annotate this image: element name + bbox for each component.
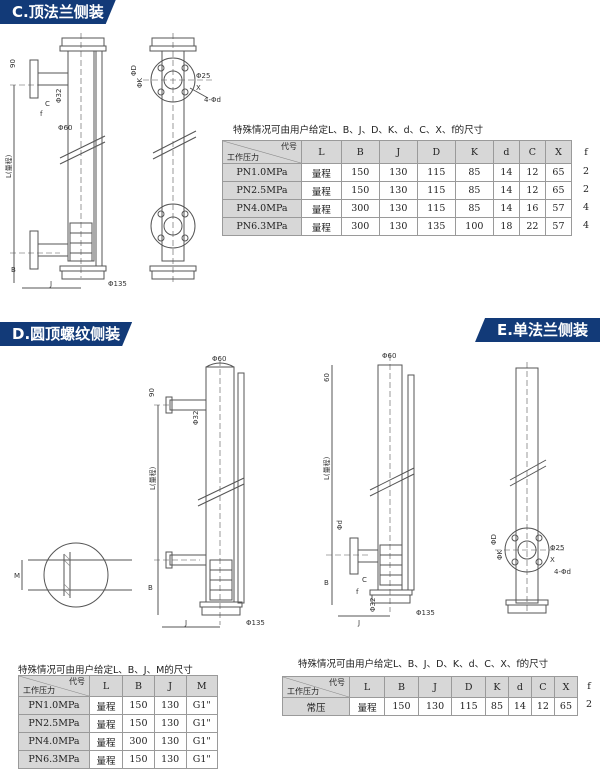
section-d-side-view-drawing: Φ60 90 Φ32 L(量程) B J Φ135 [148, 355, 265, 628]
e-col-header: L [348, 676, 386, 698]
section-c-title: C.顶法兰侧装 [0, 0, 116, 24]
e-dim-4d: 4-Φd [554, 568, 571, 576]
e-dim-L: L(量程) [322, 456, 331, 480]
c-dim-J: J [49, 280, 52, 288]
e-dim-60: 60 [323, 373, 331, 382]
c-col-f-value: 2 [582, 166, 590, 177]
c-dim-phi60: Φ60 [58, 124, 72, 132]
e-dim-K: ΦK [496, 549, 504, 560]
section-d-detail-drawing: M [14, 542, 132, 608]
e-col-header: X [553, 676, 579, 698]
section-e-spec-table: 代号 工作压力 L B J D K d C X 常压 量程 150 130 11… [282, 676, 579, 716]
d-table-corner: 代号 工作压力 [18, 675, 90, 697]
e-col-f-value: 2 [585, 699, 593, 710]
d-col-header: J [153, 675, 187, 697]
e-dim-phi135: Φ135 [416, 609, 435, 617]
c-dim-phi135: Φ135 [108, 280, 127, 288]
table-row: PN1.0MPa 量程 150 130 115 85 14 12 65 [222, 163, 573, 182]
c-col-header: K [454, 140, 494, 164]
e-dim-phi32: Φ32 [369, 598, 377, 612]
section-e-front-view-drawing: ΦD ΦK Φ25 X 4-Φd [490, 362, 571, 614]
c-dim-L: L(量程) [4, 154, 13, 178]
table-row: PN6.3MPa 量程 150 130 G1" [18, 750, 218, 769]
c-dim-phi32: Φ32 [55, 89, 63, 103]
e-col-header: K [484, 676, 509, 698]
e-col-header: D [451, 676, 486, 698]
d-col-header: B [122, 675, 155, 697]
table-row: 常压 量程 150 130 115 85 14 12 65 [282, 697, 579, 716]
e-dim-f: f [356, 588, 359, 596]
c-dim-4d: 4-Φd [204, 96, 221, 104]
c-dim-f: f [40, 110, 43, 118]
e-dim-x: X [550, 556, 555, 564]
d-dim-M: M [14, 572, 20, 580]
section-e-title: E.单法兰侧装 [475, 318, 600, 342]
d-dim-phi135: Φ135 [246, 619, 265, 627]
d-dim-90: 90 [148, 388, 156, 397]
e-col-header: B [384, 676, 419, 698]
d-col-header: M [185, 675, 218, 697]
c-dim-25: Φ25 [196, 72, 210, 80]
table-row: PN2.5MPa 量程 150 130 115 85 14 12 65 [222, 181, 573, 200]
c-dim-B: B [11, 266, 16, 274]
e-dim-J: J [357, 619, 360, 627]
section-d-title: D.圆顶螺纹侧装 [0, 322, 132, 346]
d-dim-J: J [184, 619, 187, 627]
e-col-header: J [417, 676, 453, 698]
e-col-f-header: f [587, 681, 591, 692]
table-row: PN2.5MPa 量程 150 130 G1" [18, 714, 218, 733]
e-dim-D: ΦD [490, 534, 498, 545]
c-col-f-value: 4 [582, 220, 590, 231]
table-row: PN6.3MPa 量程 300 130 135 100 18 22 57 [222, 217, 573, 236]
c-col-header: d [492, 140, 520, 164]
section-d-note: 特殊情况可由用户给定L、B、J、M的尺寸 [18, 665, 193, 676]
c-dim-90: 90 [9, 59, 17, 68]
section-c-front-view-drawing: ΦD ΦK Φ25 X 4-Φd [130, 33, 221, 283]
c-col-f-value: 2 [582, 184, 590, 195]
c-col-header: X [544, 140, 573, 164]
e-dim-phid: Φd [336, 520, 344, 530]
c-dim-D: ΦD [130, 65, 138, 76]
section-c-note: 特殊情况可由用户给定L、B、J、D、K、d、C、X、f的尺寸 [233, 125, 484, 136]
e-dim-phi60: Φ60 [382, 352, 396, 360]
c-col-header: L [301, 140, 342, 164]
e-dim-B: B [324, 579, 329, 587]
c-table-corner: 代号 工作压力 [222, 140, 302, 164]
section-e-side-view-drawing: Φ60 60 L(量程) Φd Φ32 C f B J Φ135 [322, 352, 435, 627]
d-dim-B: B [148, 584, 153, 592]
table-row: PN4.0MPa 量程 300 130 G1" [18, 732, 218, 751]
e-col-header: d [507, 676, 532, 698]
section-c-side-view-drawing: 90 Φ32 Φ60 L(量程) B J Φ135 C f [4, 33, 127, 289]
d-col-header: L [88, 675, 124, 697]
c-dim-K: ΦK [136, 77, 144, 88]
table-row: PN1.0MPa 量程 150 130 G1" [18, 696, 218, 715]
d-dim-L: L(量程) [148, 466, 157, 490]
c-col-f-value: 4 [582, 202, 590, 213]
c-dim-C: C [45, 100, 50, 108]
d-dim-phi60: Φ60 [212, 355, 226, 363]
c-col-f-header: f [584, 147, 588, 158]
e-table-corner: 代号 工作压力 [282, 676, 350, 698]
section-e-note: 特殊情况可由用户给定L、B、J、D、K、d、C、X、f的尺寸 [298, 659, 549, 670]
section-d-spec-table: 代号 工作压力 L B J M PN1.0MPa 量程 150 130 G1" … [18, 675, 218, 769]
c-dim-x: X [196, 84, 201, 92]
c-col-header: D [416, 140, 456, 164]
c-col-header: J [378, 140, 418, 164]
e-dim-25: Φ25 [550, 544, 564, 552]
section-c-spec-table: 代号 工作压力 L B J D K d C X PN1.0MPa 量程 150 … [222, 140, 573, 236]
e-col-header: C [530, 676, 555, 698]
c-col-header: C [518, 140, 546, 164]
c-col-header: B [340, 140, 380, 164]
d-dim-phi32: Φ32 [192, 411, 200, 425]
table-row: PN4.0MPa 量程 300 130 115 85 14 16 57 [222, 199, 573, 218]
e-dim-C: C [362, 576, 367, 584]
